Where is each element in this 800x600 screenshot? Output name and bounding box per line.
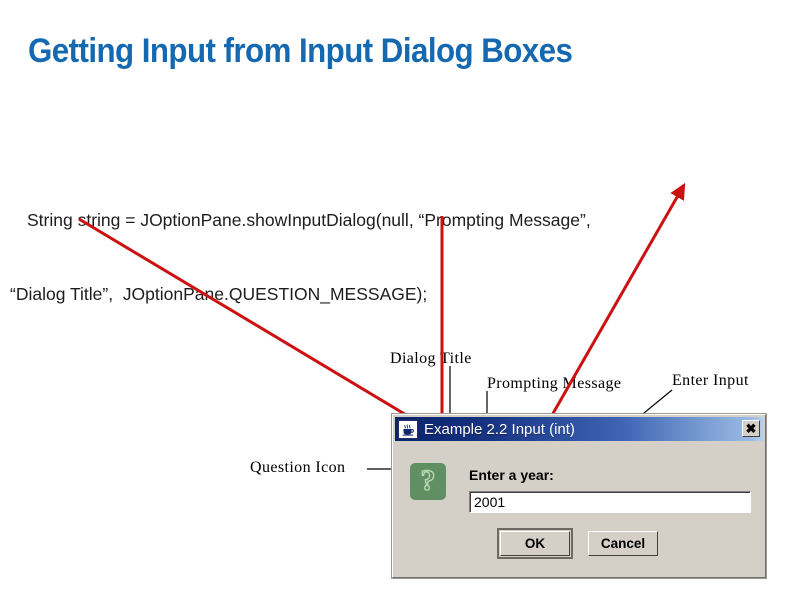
close-icon[interactable]: ✖ (742, 420, 760, 437)
code-snippet: String string = JOptionPane.showInputDia… (10, 158, 790, 332)
annotation-label-prompting-message: Prompting Message (487, 375, 622, 392)
cancel-button[interactable]: Cancel (588, 531, 658, 556)
annotation-label-question-icon: Question Icon (250, 459, 346, 476)
dialog-titlebar[interactable]: Example 2.2 Input (int) ✖ (395, 417, 763, 441)
year-input-field[interactable]: 2001 (469, 491, 751, 513)
code-line-1: String string = JOptionPane.showInputDia… (27, 209, 591, 230)
question-icon: ? (410, 463, 446, 500)
annotation-label-enter-input: Enter Input (672, 372, 749, 389)
input-dialog-window[interactable]: Example 2.2 Input (int) ✖ ? Enter a year… (392, 414, 766, 578)
prompt-label: Enter a year: (469, 467, 554, 483)
dialog-body: ? Enter a year: 2001 OK Cancel (393, 441, 765, 577)
dialog-button-row: OK Cancel (393, 528, 765, 559)
annotation-label-dialog-title: Dialog Title (390, 350, 472, 367)
page-title: Getting Input from Input Dialog Boxes (28, 32, 573, 70)
question-icon-glyph: ? (420, 463, 436, 497)
code-line-2: “Dialog Title”, JOptionPane.QUESTION_MES… (10, 284, 428, 305)
java-coffee-cup-icon (398, 419, 418, 439)
ok-button[interactable]: OK (497, 528, 573, 559)
dialog-title-text: Example 2.2 Input (int) (424, 420, 575, 438)
